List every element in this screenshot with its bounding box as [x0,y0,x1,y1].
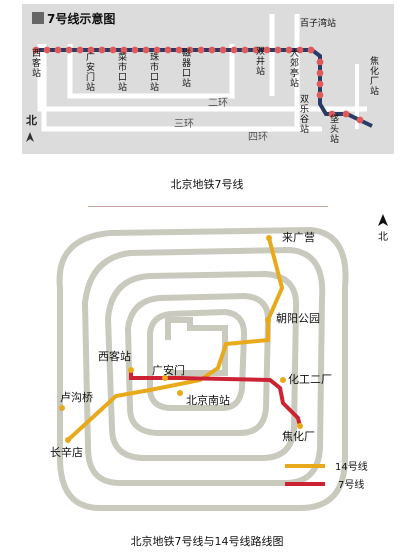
line7-station-dot [296,46,304,54]
station-label: 朝阳公园 [276,312,320,325]
station-dot [128,367,134,373]
line7-station-dot [175,46,183,54]
line7-station-dot [109,46,117,54]
station-dot [266,235,272,241]
map1-caption: 北京地铁7号线 [170,178,244,191]
station-dot [177,390,183,396]
line7-station-dot [285,46,293,54]
line7-station-label: 菜市口站 [118,51,127,93]
station-dot [265,317,271,323]
line14-track [66,237,285,442]
line7-station-dot [186,46,194,54]
north-label: 北 [26,113,37,127]
line7-schematic-map: 7号线示意图 西客站 广安门站 菜市口站 珠市口站 磁器口站 双井站 大郊亭站 百子湾站焦化厂… [22,4,394,154]
legend-label-line7: 7号线 [338,478,364,491]
line7-station-dot [32,46,40,54]
station-label: 卢沟桥 [60,391,93,404]
line7-station-dot [65,46,73,54]
line7-station-dot [208,46,216,54]
line7-line14-map: 来广营 朝阳公园 西客站 广安门 北京南站 化工二厂 卢沟桥 长辛店 焦化厂 北… [50,214,388,511]
ring-label-2: 二环 [208,98,228,109]
line7-station-dot [98,46,106,54]
legend-label-line14: 14号线 [335,460,368,473]
station-label: 北京南站 [186,393,230,407]
line7-station-dot [316,58,324,66]
line7-station-label: 垡头站 [330,113,339,145]
line7-station-dot [219,46,227,54]
ring-road [67,44,235,99]
title-marker [32,12,44,24]
line7-station-dot [87,46,95,54]
station-label: 广安门 [152,363,185,377]
line7-station-dot [120,46,128,54]
line7-station-dot [307,46,315,54]
line7-station-dot [230,46,238,54]
line7-station-dot [342,110,350,118]
line7-station-dot [54,46,62,54]
station-dot [297,423,303,429]
ring-road [41,44,322,132]
station-label: 焦化厂 [282,429,315,443]
line7-station-dot [328,110,336,118]
divider [88,206,328,207]
ring-label-3: 三环 [174,119,194,130]
station-dot [65,437,71,443]
line7-station-dot [131,46,139,54]
station-label: 西客站 [98,349,131,363]
station-dot [162,375,168,381]
line7-station-dot [153,46,161,54]
line7-station-dot [76,46,84,54]
line7-station-dot [316,69,324,77]
station-dot [280,377,286,383]
line7-station-label: 双乐谷站 [300,94,309,135]
map2-caption: 北京地铁7号线与14号线路线图 [130,535,284,548]
line7-station-dot [197,46,205,54]
line7-station-label: 珠市口站 [150,51,159,93]
line7-station-dot [164,46,172,54]
station-label: 来广营 [282,230,315,244]
station-label: 化工二厂 [288,372,332,386]
north-label: 北 [378,231,388,243]
north-arrow-icon [378,214,388,226]
line7-station-label: 百子湾站 [300,17,336,29]
ring-roads [56,226,349,511]
line7-station-label: 广安门站 [86,51,95,93]
line7-station-dot [274,46,282,54]
station-dot [59,405,65,411]
line7-station-label: 西客站 [32,48,41,79]
station-label: 长辛店 [50,445,83,459]
ring-road [37,44,367,112]
line7-station-dot [263,46,271,54]
line7-station-dot [43,46,51,54]
line7-station-label: 磁器口站 [182,47,191,89]
map1-title: 7号线示意图 [47,11,115,26]
line7-station-label: 双井站 [256,46,265,77]
north-arrow-icon [26,132,34,142]
line7-station-label: 大郊亭站 [290,47,299,89]
ring-label-4: 四环 [248,132,268,143]
line7-station-dot [316,91,324,99]
line7-station-dots [32,46,364,124]
line7-station-label: 焦化厂站 [370,55,379,97]
line7-station-dot [241,46,249,54]
line7-station-dot [142,46,150,54]
line7-station-dot [252,46,260,54]
line7-station-dot [316,80,324,88]
line7-station-dot [356,116,364,124]
line7-track [129,370,302,427]
